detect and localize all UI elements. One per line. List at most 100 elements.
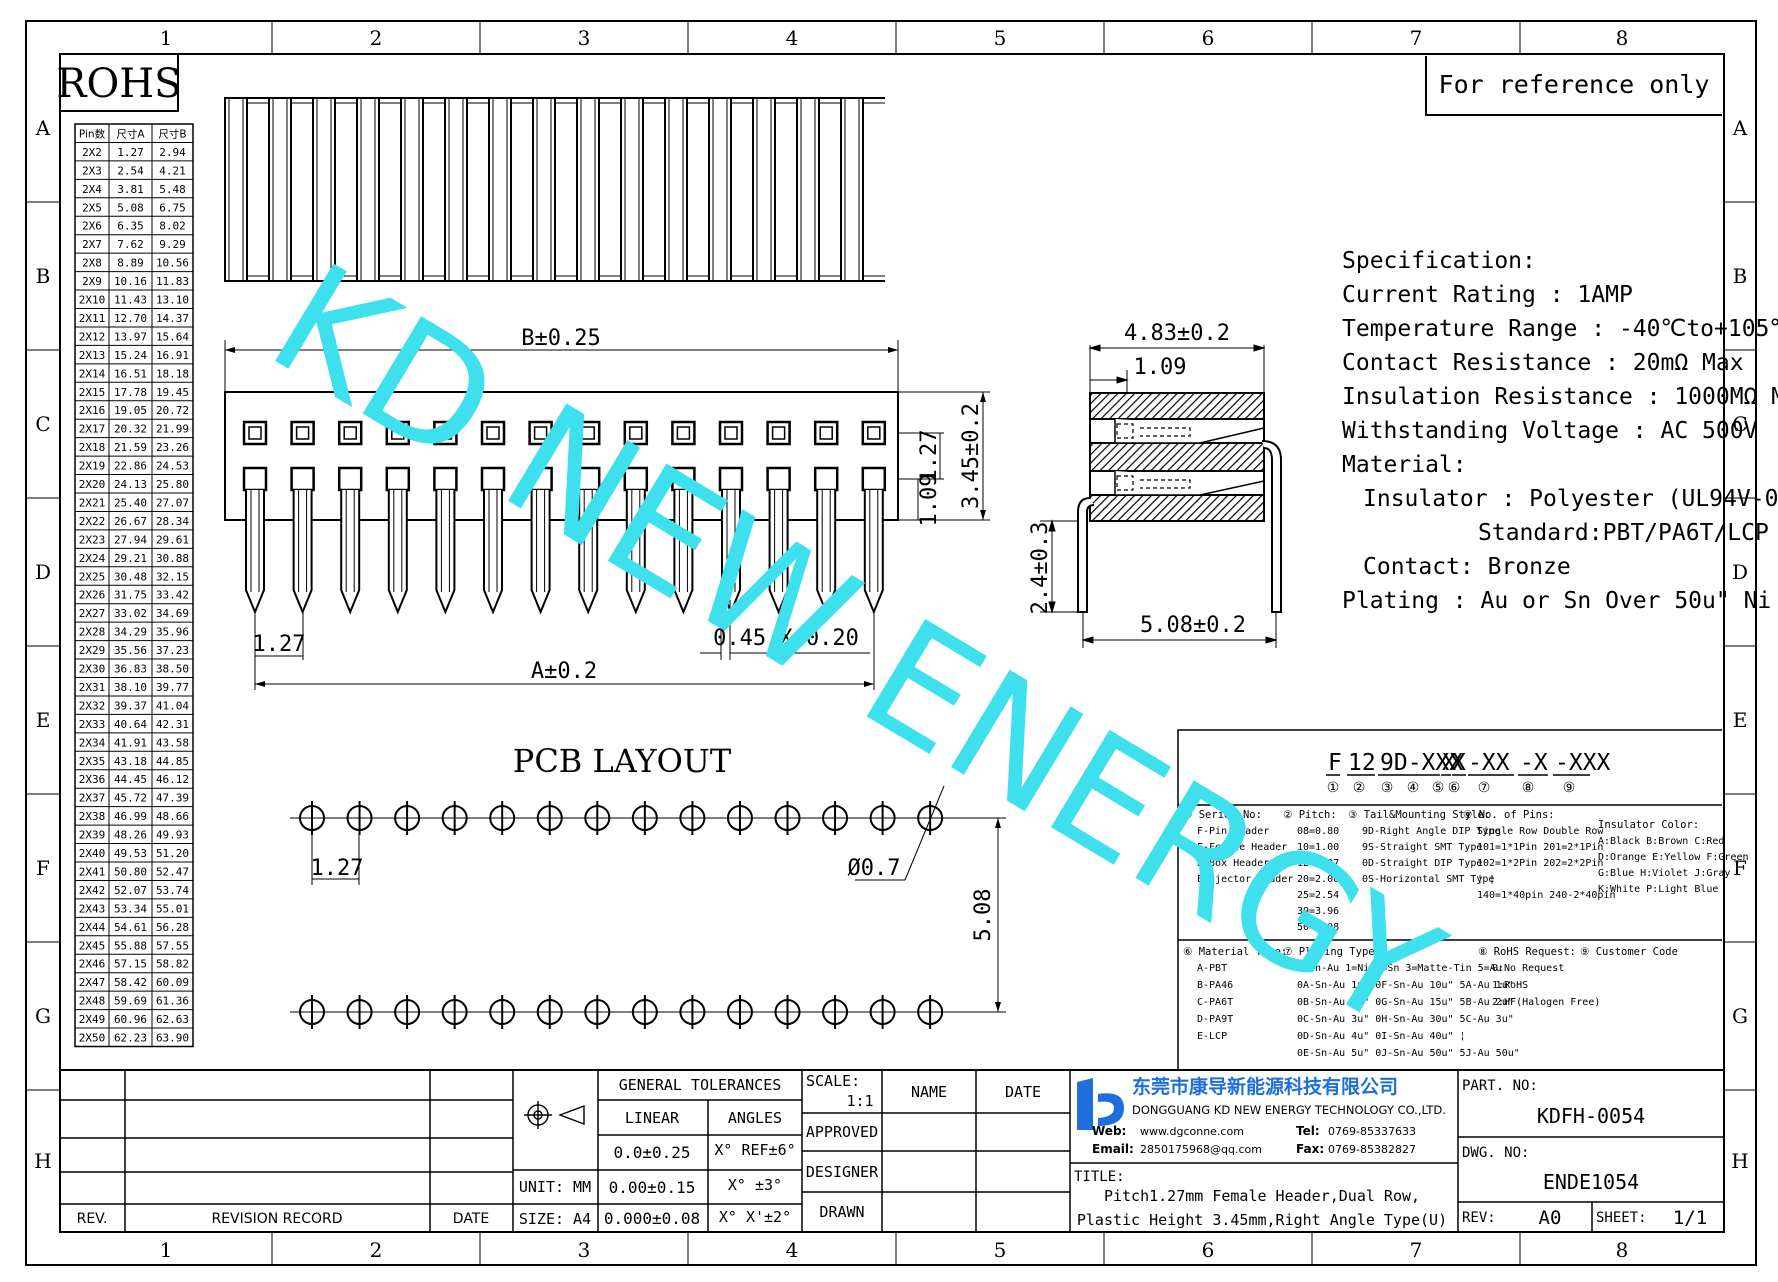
option-line: 0A-Sn-Au 1u" 0F-Sn-Au 10u" 5A-Au 1u" (1297, 980, 1514, 991)
email-label: Email: (1092, 1142, 1134, 1156)
dim-h-345: 3.45±0.2 (959, 403, 984, 509)
size-table-cell: 63.90 (156, 1032, 189, 1045)
part-code-segment: -XXX (1555, 750, 1611, 776)
part-no-value: KDFH-0054 (1537, 1104, 1645, 1128)
option-line: 0E-Sn-Au 5u" 0J-Sn-Au 50u" 5J-Au 50u" (1297, 1048, 1520, 1059)
contact-window-lower (766, 466, 791, 492)
front-pin (340, 490, 361, 615)
col-label-top: 2 (370, 26, 383, 50)
size-table-cell: 20.32 (114, 423, 147, 436)
linear-header: LINEAR (625, 1109, 680, 1127)
dim-side-109: 1.09 (1134, 355, 1187, 380)
dim-pin-size: 0.45 X 0.20 (713, 626, 859, 651)
part-no-label: PART. NO: (1462, 1078, 1538, 1094)
size-table-cell: 2X17 (79, 423, 106, 436)
option-line: ¦ ¦ (1477, 874, 1495, 885)
size-table-cell: 58.82 (156, 958, 189, 971)
fax-value: 0769-85382827 (1328, 1143, 1416, 1156)
size-table-cell: 37.23 (156, 644, 189, 657)
part-code-segment: 12 (1348, 750, 1376, 776)
dim-pcb-dia: Ø0.7 (848, 856, 901, 881)
rev-label: REV: (1462, 1210, 1496, 1226)
contact-window-upper (290, 420, 315, 446)
size-table-cell: 2.94 (159, 146, 186, 159)
part-code-segment: X (1452, 750, 1466, 776)
size-table-cell: 2X3 (82, 164, 102, 177)
front-pin (245, 490, 265, 615)
dim-a: A±0.2 (531, 659, 597, 684)
size-table-cell: 49.93 (156, 829, 189, 842)
row-label-left: G (35, 1004, 51, 1028)
size-table-cell: 2X9 (82, 275, 102, 288)
col-label-top: 7 (1410, 26, 1423, 50)
size-table-cell: 10.16 (114, 275, 147, 288)
option-line: E-Ejector Header (1197, 874, 1293, 885)
contact-window-upper (337, 420, 363, 446)
size-table-cell: 57.15 (114, 958, 147, 971)
row-label-right: G (1732, 1004, 1748, 1028)
option-line: G:Blue H:Violet J:Gray (1598, 868, 1730, 879)
size-table-cell: 44.45 (114, 773, 147, 786)
option-line: K:White P:Light Blue (1598, 884, 1718, 895)
option-line: 9S-Straight SMT Type (1362, 842, 1482, 853)
option-title: ① Series No: (1183, 809, 1262, 821)
size-table-cell: 52.07 (114, 884, 147, 897)
top-pin (840, 97, 864, 282)
size-table-cell: 2X8 (82, 257, 102, 270)
size-table-cell: 2X32 (79, 699, 106, 712)
option-line: D:Orange E:Yellow F:Green (1598, 852, 1749, 863)
size-table-cell: 25.40 (114, 496, 147, 509)
front-pin (292, 490, 313, 615)
size-table-cell: 16.91 (156, 349, 189, 362)
dim-h-109: 1.09 (917, 474, 942, 527)
size-table-cell: 55.88 (114, 939, 147, 952)
contact-window-lower (337, 466, 363, 492)
top-pin (224, 97, 248, 282)
row-label-right: D (1732, 560, 1748, 584)
projection-symbol (524, 1101, 585, 1129)
option-line: A:Black B:Brown C:Red (1598, 836, 1724, 847)
size-table-cell: 9.29 (159, 238, 186, 251)
part-code-index: ② (1353, 780, 1366, 796)
part-code-segment: X (1442, 750, 1456, 776)
contact-window-upper (242, 420, 268, 446)
size-table-cell: 2X42 (79, 884, 106, 897)
size-table-cell: 21.59 (114, 441, 147, 454)
contact-window-upper (623, 420, 649, 446)
size-table-cell: 59.69 (114, 995, 147, 1008)
col-label-top: 1 (160, 26, 173, 50)
unit-label: UNIT: MM (519, 1178, 591, 1196)
row-label-left: F (36, 856, 50, 880)
size-table-cell: 5.08 (117, 201, 144, 214)
tol-linear-1: 0.0±0.25 (613, 1143, 690, 1162)
sheet-label: SHEET: (1596, 1210, 1647, 1226)
contact-window-lower (242, 466, 268, 492)
option-line: 08=0.80 (1297, 826, 1339, 837)
size-table-cell: 2X44 (79, 921, 106, 934)
size-table-cell: 43.58 (156, 736, 189, 749)
size-table-cell: 48.66 (156, 810, 189, 823)
top-pin (268, 97, 292, 282)
option-line: D-PA9T (1197, 1014, 1233, 1025)
option-line: 0D-Sn-Au 4u" 0I-Sn-Au 40u" ¦ (1297, 1031, 1466, 1042)
contact-window-upper (575, 420, 601, 446)
general-tolerances: GENERAL TOLERANCES (619, 1076, 782, 1094)
dim-side-width: 4.83±0.2 (1124, 321, 1230, 346)
specification: Specification:Current Rating : 1AMPTempe… (1342, 248, 1778, 614)
size-table-cell: 2X43 (79, 902, 106, 915)
col-label-bottom: 8 (1616, 1238, 1629, 1262)
row-label-left: D (35, 560, 51, 584)
size-table-cell: 26.67 (114, 515, 147, 528)
size-table-cell: 23.26 (156, 441, 189, 454)
option-line: 39=3.96 (1297, 906, 1339, 917)
col-label-top: 4 (786, 26, 799, 50)
part-code-index: ③ (1381, 780, 1394, 796)
top-pin (664, 97, 688, 282)
size-table-cell: 30.48 (114, 570, 147, 583)
spec-line: Contact: Bronze (1363, 554, 1571, 580)
dim-pcb-row: 5.08 (971, 889, 996, 942)
dim-h-127: 1.27 (917, 430, 942, 483)
